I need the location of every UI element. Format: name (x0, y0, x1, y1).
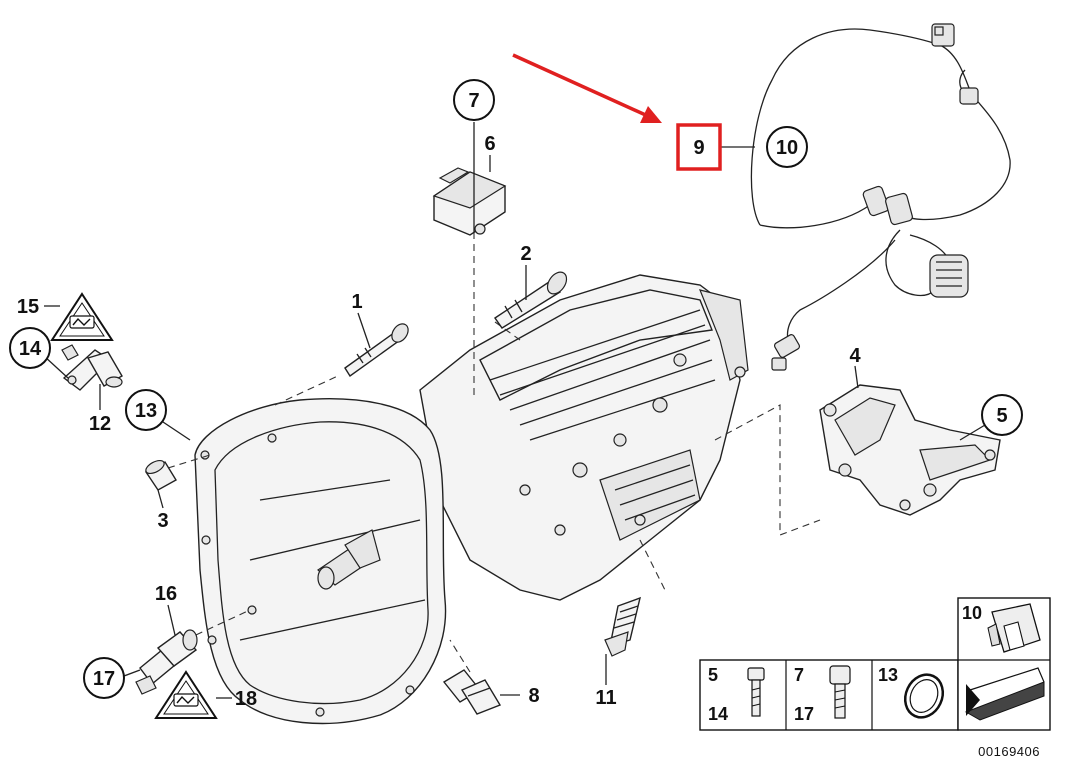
callout-14[interactable]: 14 (9, 327, 51, 369)
bolt-icon (747, 667, 765, 717)
arrow-symbol-icon (964, 667, 1045, 721)
callout-10-text: 10 (776, 137, 798, 159)
callout-6[interactable]: 6 (484, 133, 495, 155)
legend-cell2-top: 7 (794, 665, 804, 685)
switch-assembly (135, 629, 198, 695)
callout-2[interactable]: 2 (520, 243, 531, 265)
callout-18[interactable]: 18 (235, 688, 257, 710)
callout-17-text: 17 (93, 668, 115, 690)
callout-10[interactable]: 10 (766, 126, 808, 168)
temperature-sensor (442, 669, 502, 715)
speed-sensor (61, 344, 123, 391)
legend-table: 5 14 7 17 13 10 (699, 597, 1051, 731)
callout-8[interactable]: 8 (528, 685, 539, 707)
diagram-code: 00169406 (978, 744, 1040, 759)
legend-cell-top-right: 10 (962, 603, 982, 623)
callout-7[interactable]: 7 (453, 79, 495, 121)
callout-13-text: 13 (135, 400, 157, 422)
warning-label-icon (50, 292, 114, 341)
callout-14-text: 14 (19, 338, 42, 360)
callout-16[interactable]: 16 (155, 583, 177, 605)
callout-12[interactable]: 12 (89, 413, 111, 435)
clip-icon (987, 603, 1041, 653)
callout-9[interactable]: 9 (693, 137, 704, 159)
dowel-sleeve (144, 459, 177, 491)
seal-ring-icon (903, 673, 945, 719)
leader-lines (43, 122, 986, 699)
highlight-box (676, 123, 722, 171)
control-module (432, 167, 507, 236)
legend-cell1-bottom: 14 (708, 704, 728, 724)
highlight-arrow (512, 53, 662, 123)
wiring-harness (750, 23, 1011, 371)
bolt-2 (494, 271, 568, 329)
callout-17[interactable]: 17 (83, 657, 125, 699)
callout-7-text: 7 (468, 90, 479, 112)
transmission-housing (194, 274, 749, 725)
legend-cell3-top: 13 (878, 665, 898, 685)
callout-11[interactable]: 11 (595, 687, 616, 709)
warning-label-icon-2 (154, 670, 218, 719)
callout-15[interactable]: 15 (17, 296, 39, 318)
plug-sensor (604, 596, 641, 657)
callout-13[interactable]: 13 (125, 389, 167, 431)
callout-4[interactable]: 4 (849, 345, 861, 367)
transmission-mount (819, 384, 1001, 516)
screw-icon (829, 665, 851, 719)
legend-cell1-top: 5 (708, 665, 718, 685)
callout-1[interactable]: 1 (351, 291, 362, 313)
legend-cell2-bottom: 17 (794, 704, 814, 724)
callout-5[interactable]: 5 (981, 394, 1023, 436)
bolt-1 (344, 323, 409, 378)
callout-3[interactable]: 3 (157, 510, 168, 532)
callout-5-text: 5 (996, 405, 1007, 427)
